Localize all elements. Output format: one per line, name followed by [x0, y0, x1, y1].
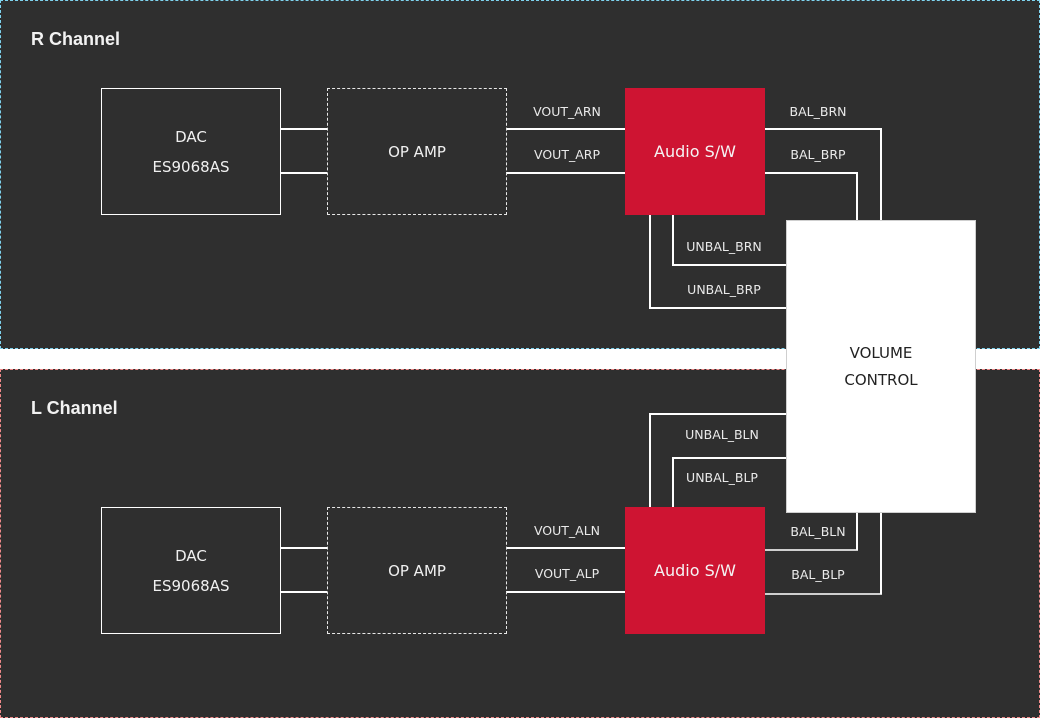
l-bal-n-wire-v	[856, 512, 858, 550]
l-vout-p-wire	[506, 591, 625, 593]
r-unbal-p-wire-v	[649, 214, 651, 308]
l-vout-p-label: VOUT_ALP	[534, 566, 600, 581]
r-unbal-n-wire-h	[672, 264, 786, 266]
r-vout-p-wire	[506, 172, 625, 174]
r-vout-p-label: VOUT_ARP	[534, 147, 600, 162]
r-unbal-p-wire-h	[649, 307, 786, 309]
r-vout-n-wire	[506, 128, 625, 130]
l-bal-p-wire-h	[765, 593, 882, 595]
r-bal-n-wire-h	[765, 128, 882, 130]
l-unbal-n-label: UNBAL_BLN	[685, 427, 759, 442]
r-audio-switch-label: Audio S/W	[654, 141, 736, 161]
r-bal-n-wire-v	[880, 128, 882, 220]
volume-control-line1: VOLUME	[849, 343, 913, 362]
l-unbal-p-label: UNBAL_BLP	[686, 470, 758, 485]
l-bal-n-label: BAL_BLN	[790, 524, 846, 539]
volume-control-line2: CONTROL	[844, 370, 918, 389]
l-bal-p-wire-v	[880, 512, 882, 594]
l-audio-switch-block: Audio S/W	[625, 507, 765, 634]
l-dac-opamp-wire-p	[280, 591, 327, 593]
r-dac-opamp-wire-p	[280, 172, 327, 174]
r-bal-p-wire-h	[765, 172, 858, 174]
r-opamp-label: OP AMP	[388, 142, 446, 161]
r-audio-switch-block: Audio S/W	[625, 88, 765, 215]
l-opamp-block: OP AMP	[327, 507, 507, 634]
l-unbal-p-wire-h	[672, 457, 786, 459]
r-unbal-n-wire-v	[672, 214, 674, 265]
l-channel-title: L Channel	[31, 398, 118, 418]
l-bal-n-wire-h	[765, 549, 858, 551]
l-opamp-label: OP AMP	[388, 561, 446, 580]
l-unbal-n-wire-h	[649, 413, 786, 415]
r-vout-n-label: VOUT_ARN	[533, 104, 601, 119]
l-dac-block: DAC ES9068AS	[101, 507, 281, 634]
l-unbal-n-wire-v	[649, 413, 651, 507]
r-unbal-n-label: UNBAL_BRN	[686, 239, 762, 254]
r-bal-p-wire-v	[856, 172, 858, 220]
r-dac-label: DAC	[175, 127, 207, 146]
r-bal-n-label: BAL_BRN	[789, 104, 847, 119]
r-dac-block: DAC ES9068AS	[101, 88, 281, 215]
l-dac-label: DAC	[175, 546, 207, 565]
r-channel-title: R Channel	[31, 29, 121, 49]
r-dac-part: ES9068AS	[152, 157, 230, 176]
r-unbal-p-label: UNBAL_BRP	[687, 282, 761, 297]
r-channel-panel: R Channel	[0, 0, 1040, 349]
l-dac-opamp-wire-n	[280, 547, 327, 549]
l-unbal-p-wire-v	[672, 457, 674, 507]
l-vout-n-label: VOUT_ALN	[533, 523, 601, 538]
r-opamp-block: OP AMP	[327, 88, 507, 215]
r-dac-opamp-wire-n	[280, 128, 327, 130]
l-audio-switch-label: Audio S/W	[654, 560, 736, 580]
l-dac-part: ES9068AS	[152, 576, 230, 595]
l-vout-n-wire	[506, 547, 625, 549]
l-bal-p-label: BAL_BLP	[791, 567, 845, 582]
r-bal-p-label: BAL_BRP	[790, 147, 846, 162]
volume-control-block: VOLUME CONTROL	[786, 220, 976, 513]
